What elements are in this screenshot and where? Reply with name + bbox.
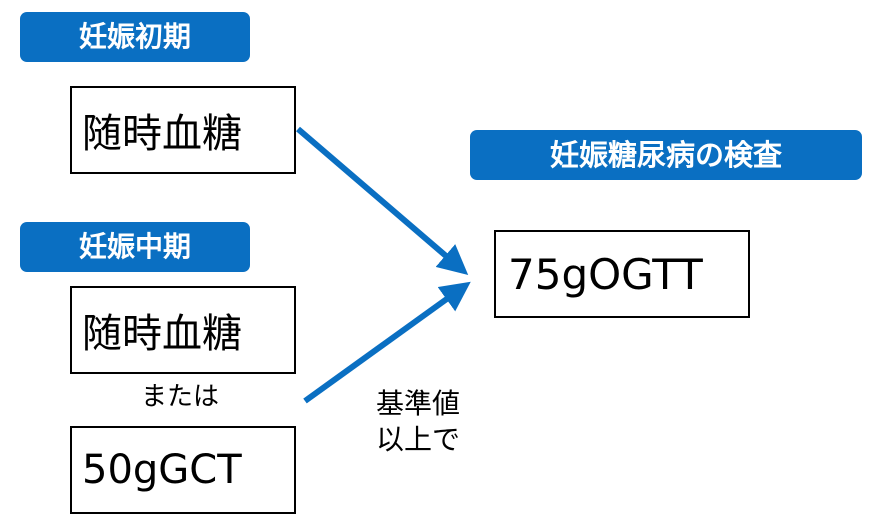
mid-pregnancy-label: 妊娠中期 (78, 230, 191, 263)
or-text: または (141, 382, 220, 412)
gdm-test-label: 妊娠糖尿病の検査 (549, 137, 782, 172)
condition-note: 基準値 以上で (376, 386, 460, 459)
mid-pregnancy-badge: 妊娠中期 (20, 222, 250, 272)
gdm-test-badge: 妊娠糖尿病の検査 (470, 130, 862, 180)
gct-text: 50gGCT (82, 447, 242, 493)
condition-line-2: 以上で (376, 423, 461, 457)
mid-random-glucose-box: 随時血糖 (70, 286, 296, 374)
early-pregnancy-label: 妊娠初期 (78, 20, 191, 53)
early-random-glucose-text: 随時血糖 (82, 111, 242, 157)
condition-line-1: 基準値 (376, 387, 461, 420)
arrow-mid-to-ogtt (303, 281, 471, 404)
early-pregnancy-badge: 妊娠初期 (20, 12, 250, 62)
mid-random-glucose-text: 随時血糖 (82, 311, 242, 357)
arrow-early-to-ogtt (296, 126, 469, 276)
ogtt-text: 75gOGTT (508, 249, 703, 299)
gct-box: 50gGCT (70, 426, 296, 514)
ogtt-box: 75gOGTT (494, 230, 750, 318)
early-random-glucose-box: 随時血糖 (70, 86, 296, 174)
